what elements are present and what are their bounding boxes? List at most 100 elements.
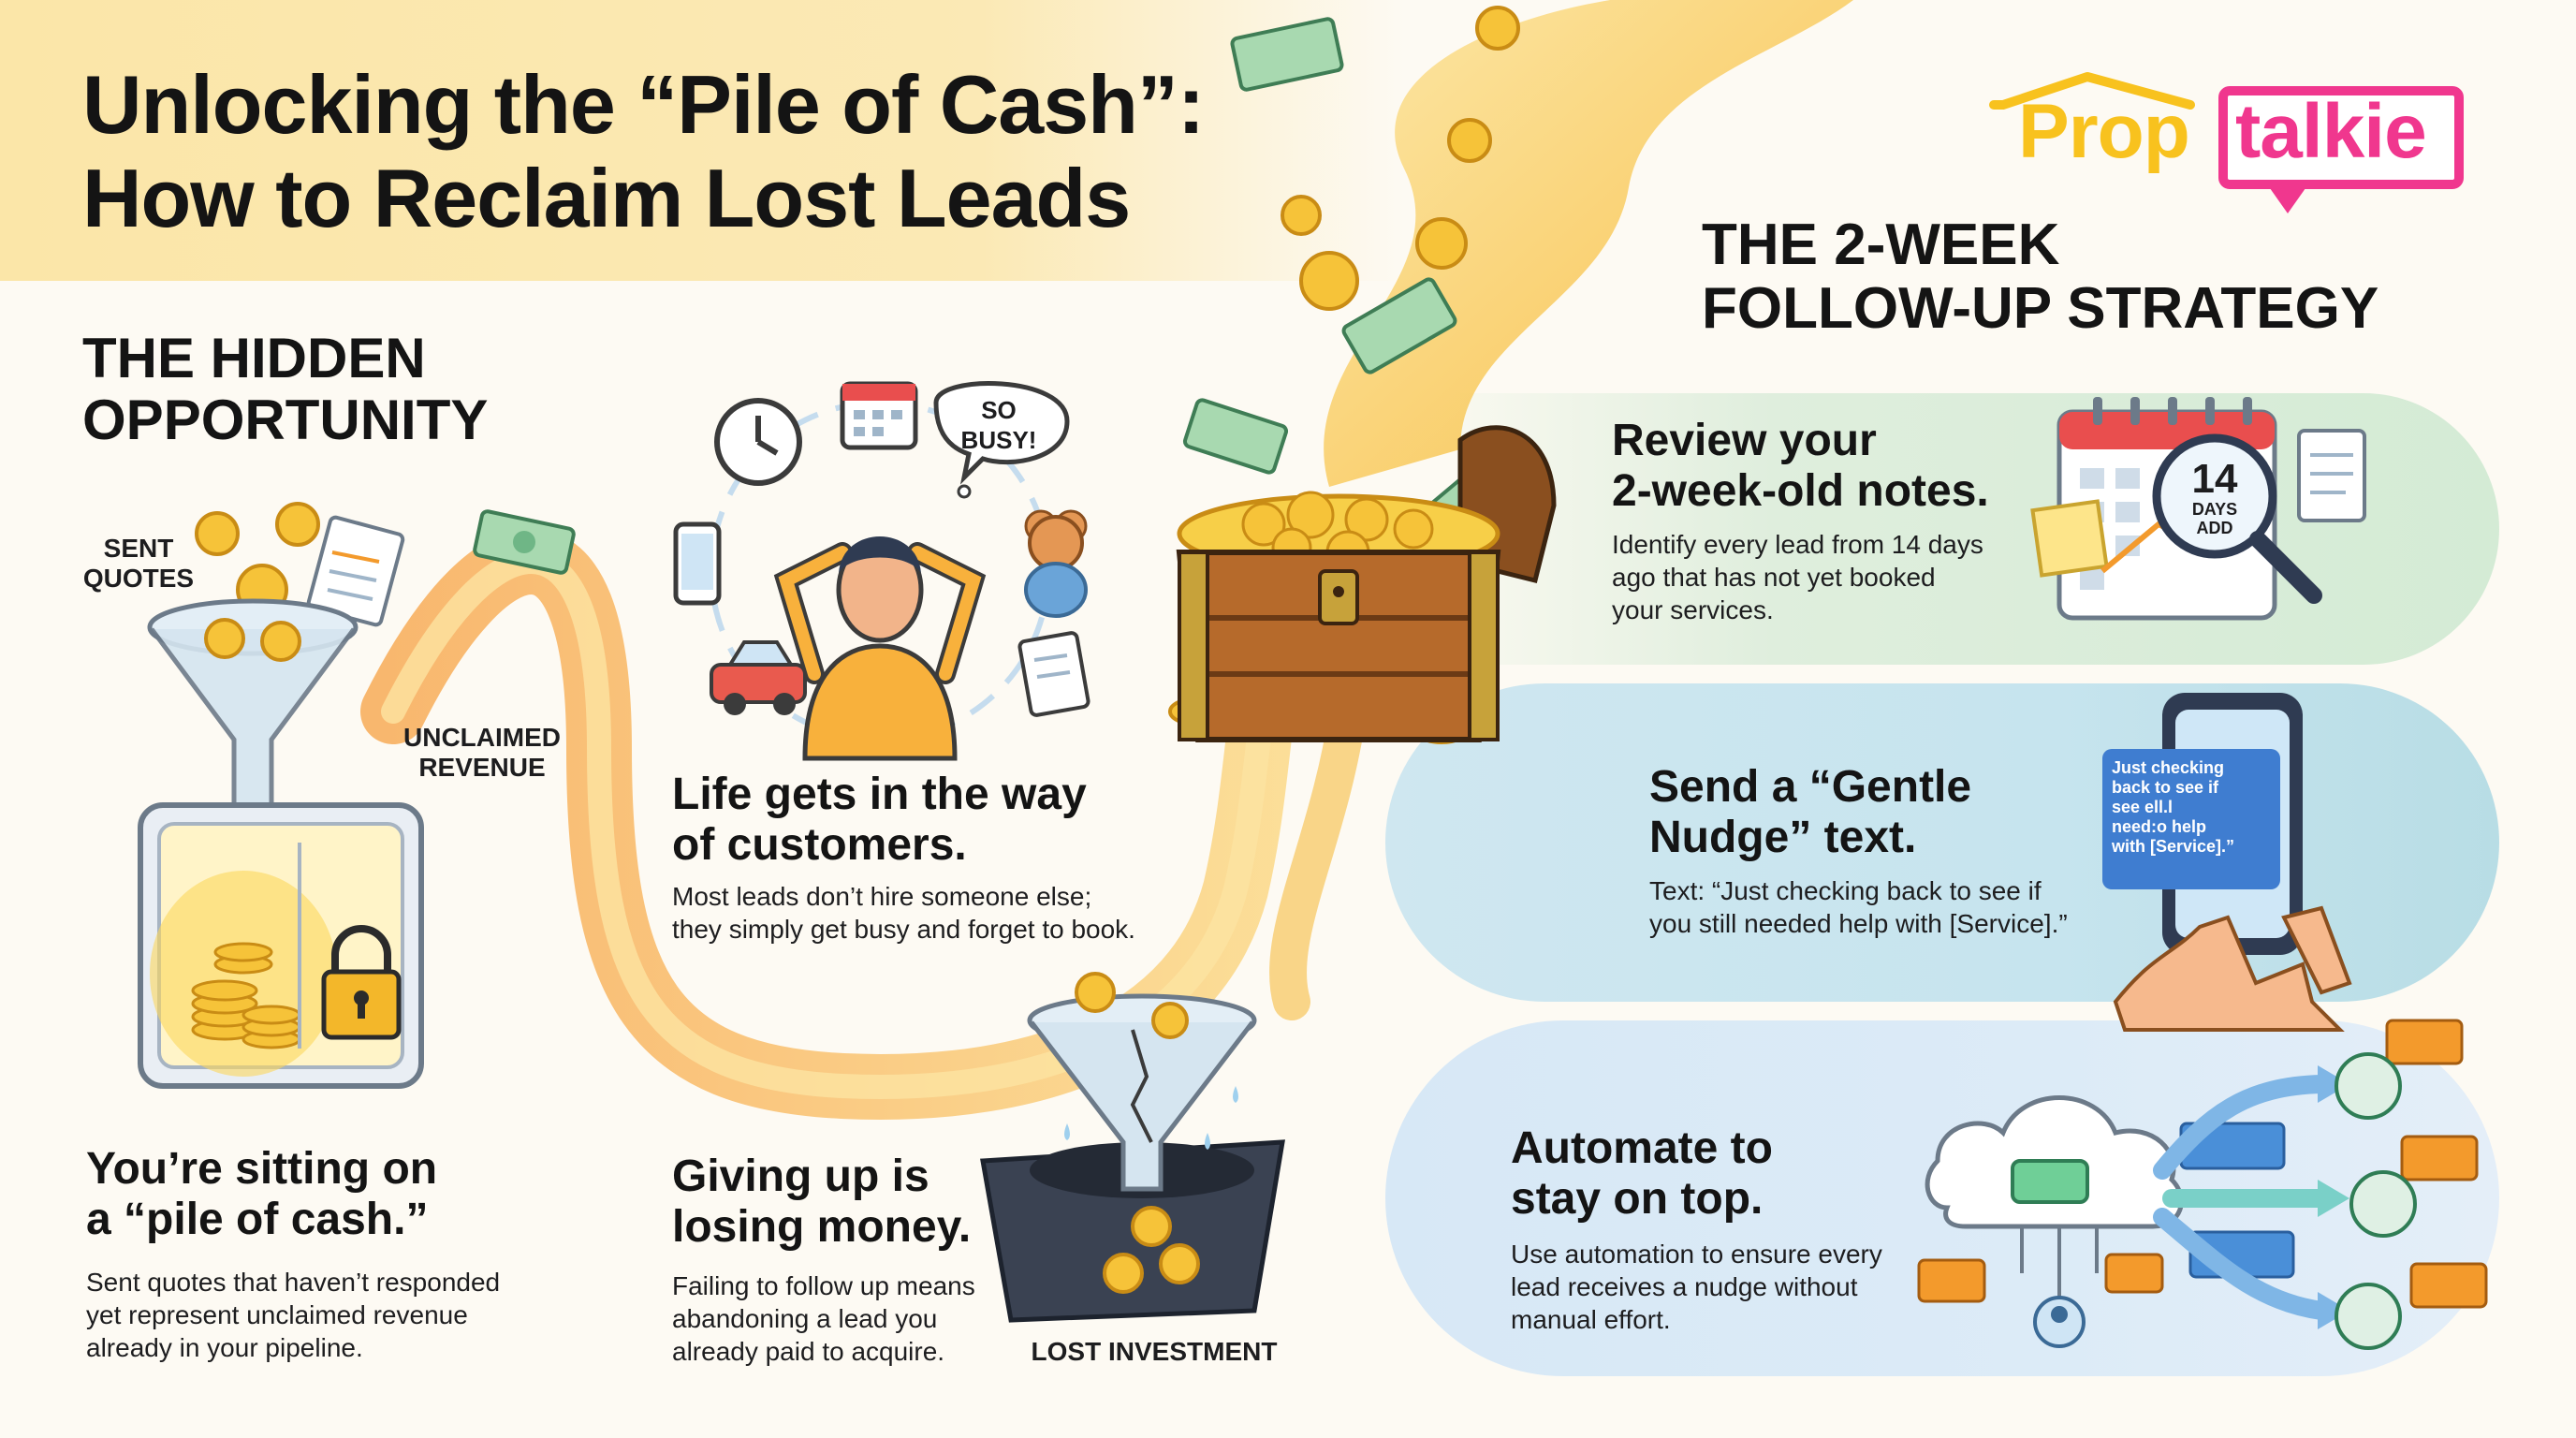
sticky-note-icon [2030, 499, 2109, 578]
teddy-bear-icon [1024, 509, 1088, 618]
pile-of-cash-heading: You’re sitting on a “pile of cash.” [86, 1144, 610, 1245]
phone-icon [673, 521, 722, 606]
step2-body-line-2: you still needed help with [Service].” [1649, 909, 2068, 938]
life-body-line-1: Most leads don’t hire someone else; [672, 882, 1092, 911]
padlock-icon [321, 925, 402, 1040]
broken-funnel-icon [1027, 993, 1257, 1192]
speech-bubble [933, 381, 1070, 499]
logo-text-prop: Prop [2018, 89, 2190, 174]
banknote-icon [473, 509, 576, 575]
clock-icon [714, 398, 802, 486]
hidden-heading-line-1: THE HIDDEN [82, 327, 426, 389]
step1-body-line-1: Identify every lead from 14 days [1612, 530, 1983, 559]
so-busy-bubble-text: SO BUSY! [947, 395, 1050, 455]
sent-label-line-1: SENT [103, 534, 174, 563]
title-line-1: Unlocking the “Pile of Cash”: [82, 58, 1205, 151]
car-icon [710, 640, 807, 715]
phone-msg-line-4: need:o help [2112, 817, 2207, 836]
giving-up-body: Failing to follow up means abandoning a … [672, 1269, 1046, 1368]
calendar-14-days: 14 DAYS ADD [2168, 456, 2261, 538]
step2-heading: Send a “Gentle Nudge” text. [1649, 762, 2136, 863]
step1-body: Identify every lead from 14 days ago tha… [1612, 528, 2080, 626]
smartphone-icon [2102, 693, 2303, 955]
cash-body-line-2: yet represent unclaimed revenue [86, 1300, 468, 1329]
giving-body-line-2: abandoning a lead you [672, 1304, 938, 1333]
cash-body-line-1: Sent quotes that haven’t responded [86, 1268, 501, 1297]
step3-body-line-2: lead receives a nudge without [1511, 1272, 1858, 1301]
step1-heading-line-2: 2-week-old notes. [1612, 466, 1989, 516]
document-icon [2297, 429, 2366, 522]
coin-icon [1075, 972, 1200, 1294]
pile-of-cash-body: Sent quotes that haven’t responded yet r… [86, 1266, 610, 1364]
step1-heading-line-1: Review your [1612, 416, 1877, 465]
magnifier-icon [2152, 433, 2322, 604]
strategy-heading-line-2: FOLLOW-UP STRATEGY [1702, 276, 2379, 341]
coin-icon [195, 502, 320, 616]
giving-body-line-3: already paid to acquire. [672, 1337, 945, 1366]
strategy-heading: THE 2-WEEK FOLLOW-UP STRATEGY [1702, 213, 2469, 341]
giving-body-line-1: Failing to follow up means [672, 1271, 975, 1300]
user-avatar-icon [2033, 1296, 2086, 1348]
smartphone-hand-illustration [2102, 693, 2352, 1032]
document-icon [1017, 631, 1090, 717]
step1-heading: Review your 2-week-old notes. [1612, 416, 2080, 517]
title-line-2: How to Reclaim Lost Leads [82, 152, 1131, 244]
sent-quotes-label: SENT QUOTES [82, 534, 195, 594]
step3-body-line-1: Use automation to ensure every [1511, 1240, 1882, 1269]
logo-roof-icon [1989, 72, 2195, 110]
calendar-number: 14 [2191, 456, 2238, 502]
life-heading-line-1: Life gets in the way [672, 770, 1087, 819]
phone-msg-line-3: see ell.l [2112, 798, 2174, 816]
phone-message-text: Just checking back to see if see ell.l n… [2112, 758, 2276, 857]
step3-heading-line-2: stay on top. [1511, 1174, 1764, 1224]
gold-plume [1324, 0, 1853, 487]
lost-investment-label: LOST INVESTMENT [1031, 1337, 1278, 1366]
funnel-icon [147, 598, 359, 808]
logo-speech-bubble [2218, 86, 2464, 189]
busy-person-illustration [673, 381, 1090, 761]
step2-heading-line-1: Send a “Gentle [1649, 762, 1972, 812]
step2-body-line-1: Text: “Just checking back to see if [1649, 876, 2042, 905]
unclaimed-label-line-2: REVENUE [418, 753, 546, 782]
unclaimed-revenue-label: UNCLAIMED REVENUE [393, 723, 571, 783]
phone-msg-line-5: with [Service].” [2112, 837, 2235, 856]
step3-body-line-3: manual effort. [1511, 1305, 1671, 1334]
user-avatar-icon [2334, 1052, 2417, 1350]
giving-heading-line-2: losing money. [672, 1202, 972, 1252]
automation-illustration [1917, 1019, 2488, 1350]
life-heading-line-2: of customers. [672, 820, 967, 870]
hidden-opportunity-heading: THE HIDDEN OPPORTUNITY [82, 328, 607, 451]
calendar-days-label: DAYS [2191, 500, 2238, 519]
hand-icon [2113, 905, 2352, 1032]
giving-heading-line-1: Giving up is [672, 1152, 929, 1201]
calendar-add-label: ADD [2196, 519, 2233, 537]
logo-bubble-tail [2265, 182, 2310, 213]
treasure-chest-icon [1176, 425, 1557, 742]
phone-msg-line-1: Just checking [2112, 758, 2225, 777]
so-busy-line-2: BUSY! [960, 426, 1037, 454]
logo-text-talkie: talkie [2235, 89, 2427, 174]
step1-body-line-3: your services. [1612, 595, 1774, 624]
sent-label-line-2: QUOTES [82, 564, 195, 593]
step3-body: Use automation to ensure every lead rece… [1511, 1238, 1960, 1336]
page-title: Unlocking the “Pile of Cash”: How to Rec… [82, 58, 1205, 245]
title-band [0, 0, 1404, 281]
strategy-heading-line-1: THE 2-WEEK [1702, 213, 2060, 277]
step2-heading-line-2: Nudge” text. [1649, 813, 1917, 862]
chat-bubble-icon [1917, 1019, 2488, 1309]
step1-body-line-2: ago that has not yet booked [1612, 563, 1936, 592]
treasure-chest-illustration [1168, 6, 1557, 744]
giving-up-heading: Giving up is losing money. [672, 1152, 1065, 1253]
calendar-icon [840, 381, 918, 450]
stressed-person [773, 536, 987, 761]
safe-icon [138, 802, 424, 1089]
life-body-line-2: they simply get busy and forget to book. [672, 915, 1135, 944]
broken-funnel-illustration [980, 972, 1285, 1323]
cloud-icon [1925, 1095, 2184, 1229]
step2-body: Text: “Just checking back to see if you … [1649, 874, 2174, 940]
step3-heading: Automate to stay on top. [1511, 1123, 1941, 1225]
step3-heading-line-1: Automate to [1511, 1123, 1773, 1173]
cash-heading-line-1: You’re sitting on [86, 1144, 438, 1194]
so-busy-line-1: SO [981, 396, 1017, 424]
cash-heading-line-2: a “pile of cash.” [86, 1195, 429, 1244]
